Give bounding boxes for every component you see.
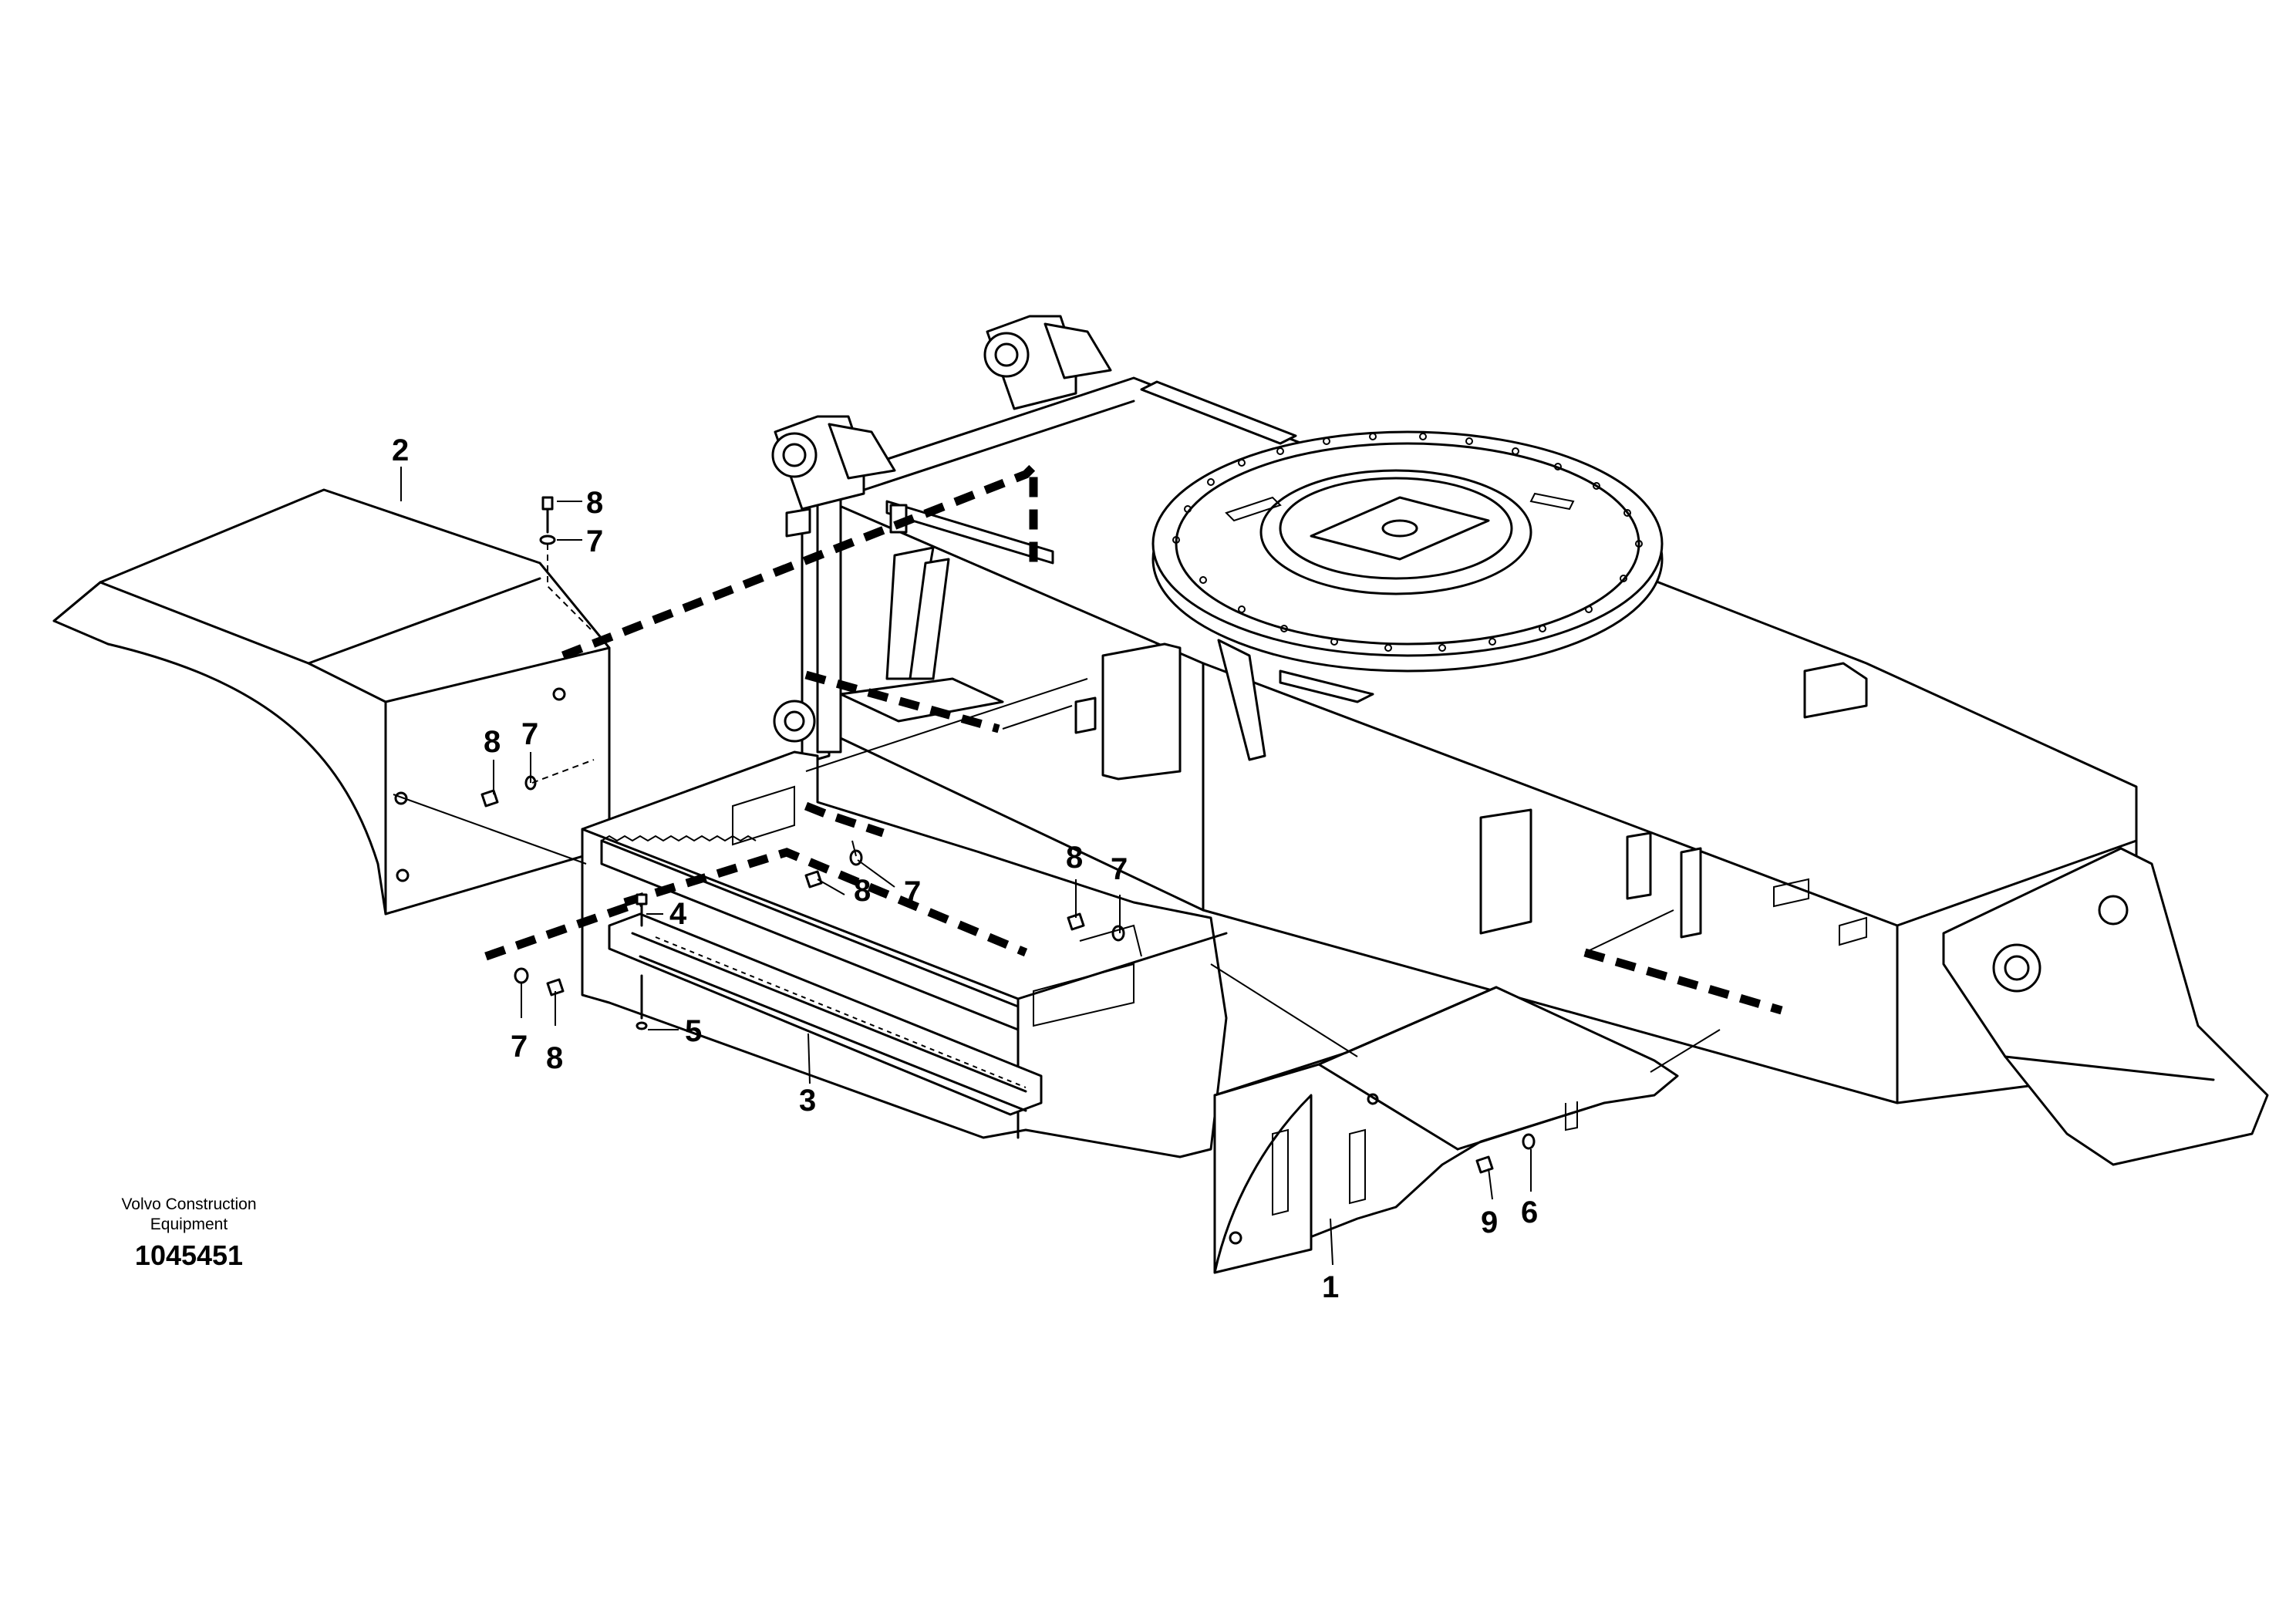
callout-7-c: 7 bbox=[904, 875, 921, 909]
callout-3: 3 bbox=[799, 1084, 816, 1118]
callout-labels: 2 8 7 8 7 8 7 4 5 3 7 8 8 7 1 9 6 bbox=[392, 433, 1538, 1304]
callout-1: 1 bbox=[1322, 1270, 1339, 1304]
callout-8-b: 8 bbox=[484, 725, 501, 759]
callout-8-e: 8 bbox=[1066, 841, 1083, 875]
leader-lines bbox=[400, 467, 1532, 1266]
callout-2: 2 bbox=[392, 433, 409, 467]
callout-5: 5 bbox=[685, 1014, 702, 1048]
callout-6: 6 bbox=[1521, 1195, 1538, 1229]
caption-company-line-1: Volvo Construction bbox=[121, 1195, 256, 1213]
callout-9: 9 bbox=[1481, 1206, 1498, 1239]
fender-part-2 bbox=[52, 488, 611, 916]
callout-7-b: 7 bbox=[521, 717, 538, 751]
slewing-ring bbox=[1151, 430, 1664, 761]
callout-4: 4 bbox=[669, 897, 687, 931]
callout-8-c: 8 bbox=[854, 874, 871, 908]
step-box-part-3 bbox=[581, 750, 1228, 1158]
callout-7-e: 7 bbox=[1111, 852, 1128, 886]
assembly-lines bbox=[393, 456, 1783, 1073]
drawing-reference-number: 1045451 bbox=[135, 1239, 243, 1271]
callout-8-a: 8 bbox=[586, 486, 603, 520]
fender-part-1 bbox=[1213, 986, 1679, 1274]
callout-7-a: 7 bbox=[586, 524, 603, 558]
callout-8-d: 8 bbox=[546, 1041, 563, 1075]
caption-company-line-2: Equipment bbox=[150, 1216, 228, 1233]
drawing-caption: Volvo Construction Equipment 1045451 bbox=[121, 1195, 256, 1271]
callout-7-d: 7 bbox=[511, 1030, 528, 1064]
